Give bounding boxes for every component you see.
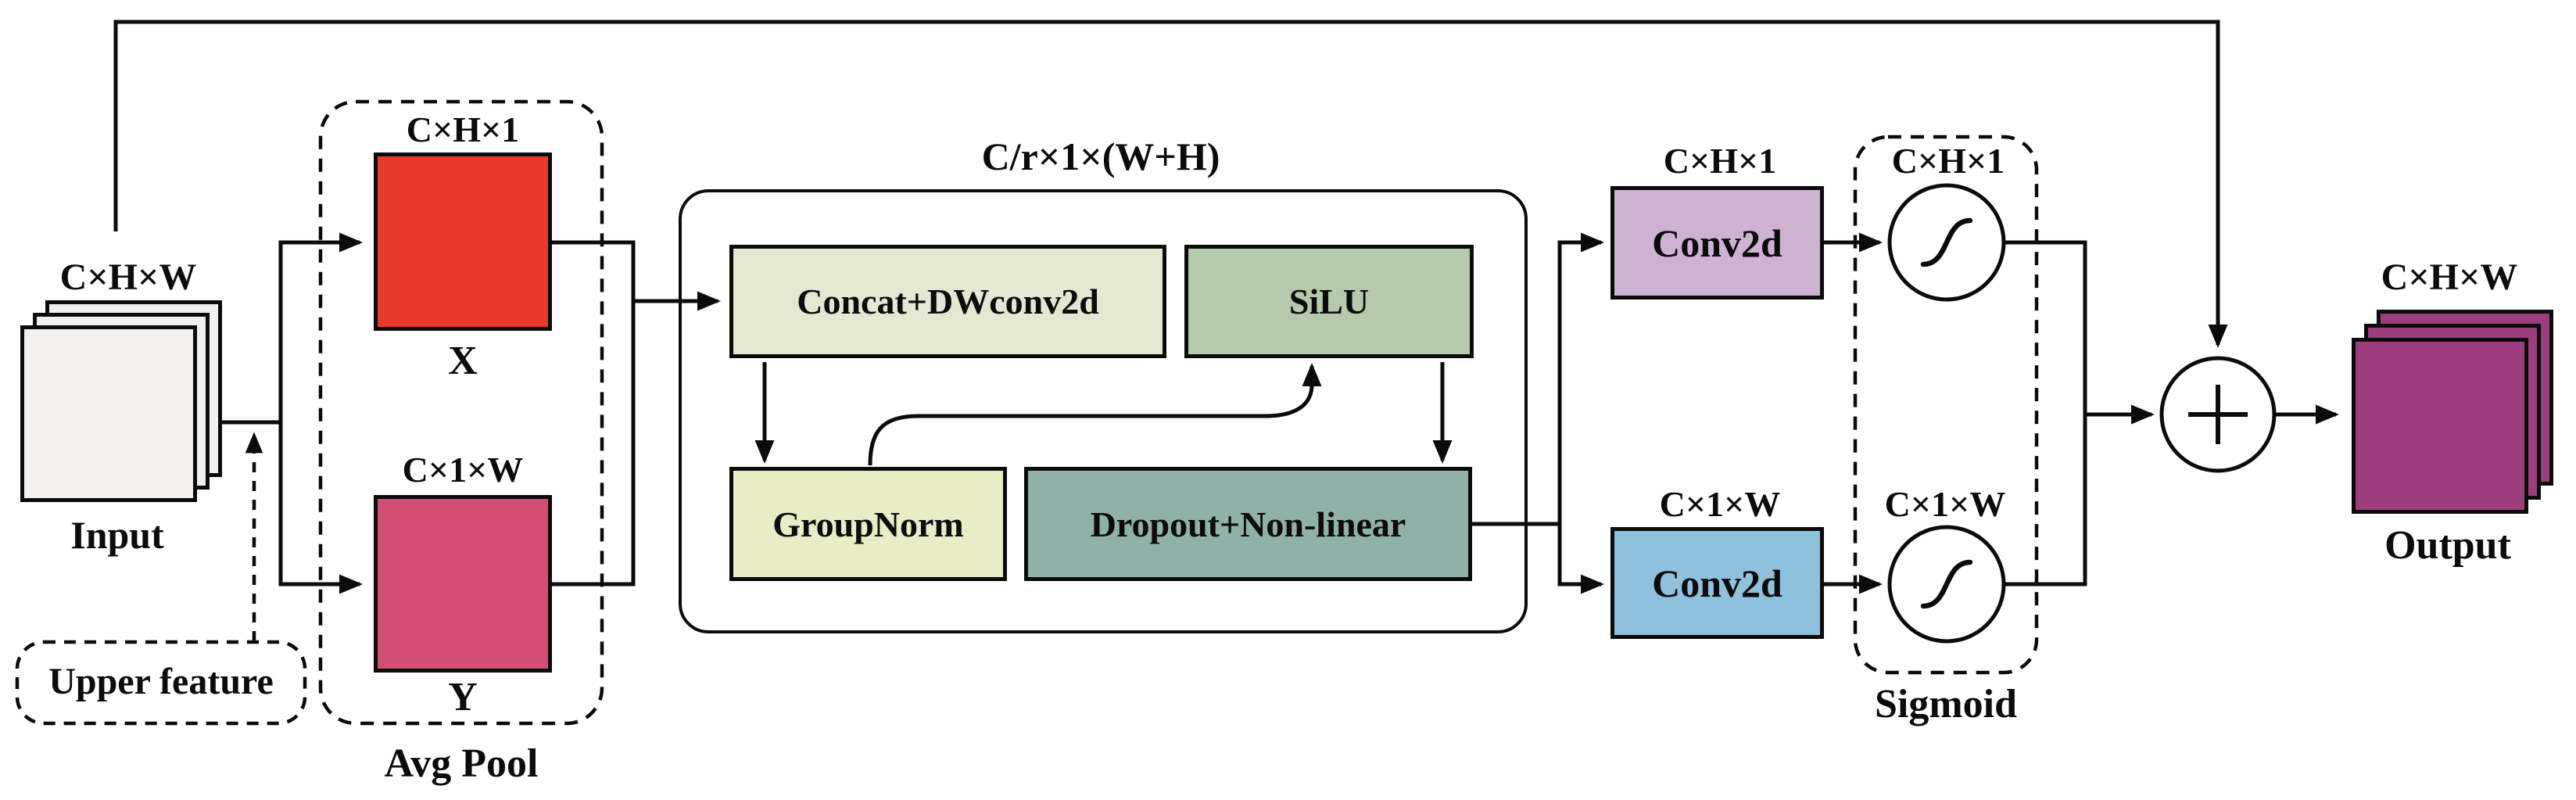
skip-connection-line	[113, 20, 2228, 349]
avgpool-y-box	[374, 495, 552, 673]
avgpool-y-dim-label: C×1×W	[402, 450, 524, 490]
split-to-x-arrow	[278, 232, 364, 422]
input-label: Input	[70, 513, 164, 557]
input-dim-label: C×H×W	[59, 257, 197, 298]
plus-icon	[2188, 385, 2248, 444]
avg-pool-dashed-box	[318, 99, 604, 726]
concat-dwconv-box: Concat+DWconv2d	[729, 245, 1166, 358]
output-dim-label: C×H×W	[2381, 257, 2518, 298]
silu-label: SiLU	[1288, 282, 1370, 321]
input-stack-front	[20, 325, 197, 502]
concat-dwconv-label: Concat+DWconv2d	[797, 282, 1099, 321]
bottleneck-container	[679, 189, 1528, 633]
conv-w-box: Conv2d	[1610, 527, 1824, 639]
output-stack-front	[2352, 338, 2528, 514]
sigmoid-label: Sigmoid	[1874, 682, 2018, 726]
avgpool-x-label: X	[448, 339, 478, 383]
conv-w-label: Conv2d	[1652, 561, 1782, 605]
split-to-y-arrow	[278, 422, 364, 594]
groupnorm-label: GroupNorm	[772, 504, 964, 544]
conv-h-dim-label: C×H×1	[1663, 141, 1777, 181]
output-label: Output	[2384, 523, 2511, 568]
sigmoid-curve-icon	[1920, 559, 1973, 609]
upper-feature-label: Upper feature	[48, 661, 274, 702]
sigmoid-curve-icon	[1920, 217, 1973, 267]
dropout-nonlinear-label: Dropout+Non-linear	[1090, 504, 1406, 544]
dropout-nonlinear-box: Dropout+Non-linear	[1024, 467, 1472, 581]
groupnorm-to-silu-curve	[868, 362, 1322, 466]
avgpool-x-dim-label: C×H×1	[406, 109, 520, 149]
xy-merge-bracket	[549, 240, 636, 587]
groupnorm-box: GroupNorm	[729, 467, 1007, 581]
conv-h-box: Conv2d	[1610, 186, 1824, 300]
bottleneck-title: C/r×1×(W+H)	[981, 135, 1220, 178]
upper-feature-dashed-box	[15, 640, 307, 726]
sigmoid-merge-bracket	[2004, 240, 2087, 587]
sigmoid-w-dim-label: C×1×W	[1884, 484, 2006, 524]
sigmoid-h-dim-label: C×H×1	[1891, 141, 2005, 181]
conv-w-dim-label: C×1×W	[1659, 484, 1781, 524]
branch-to-conv-w-arrow	[1557, 524, 1605, 594]
avgpool-label: Avg Pool	[384, 741, 539, 786]
avgpool-y-label: Y	[448, 675, 478, 719]
conv-h-label: Conv2d	[1652, 221, 1782, 265]
avgpool-x-box	[374, 152, 552, 331]
sigmoid-dashed-box	[1853, 135, 2039, 675]
branch-to-conv-h-arrow	[1557, 232, 1605, 524]
silu-box: SiLU	[1184, 245, 1474, 358]
